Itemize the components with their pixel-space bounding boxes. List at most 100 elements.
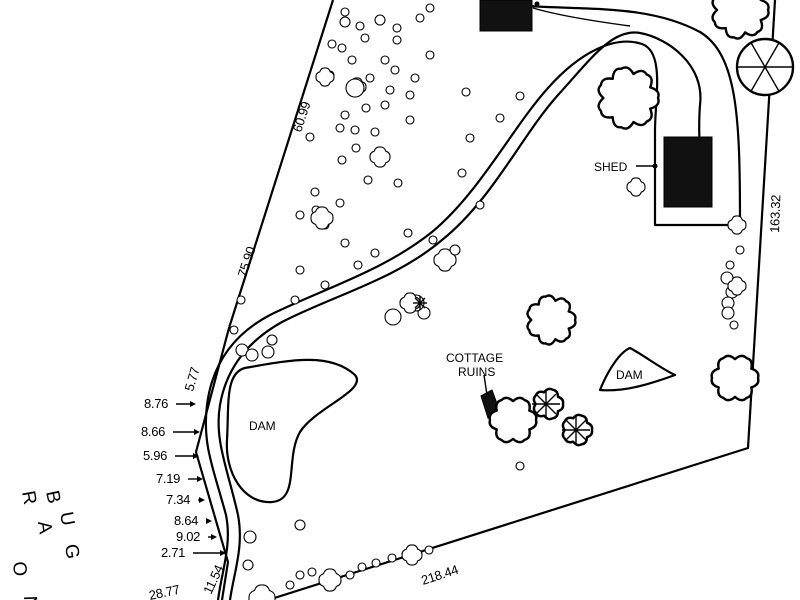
tree-icon [320,280,330,290]
tree-icon [363,175,373,185]
tree-icon [370,248,380,258]
tree-icon [415,13,425,23]
shed-building [663,136,713,208]
tree-icon [355,21,365,31]
tree-spoke [535,393,557,415]
dim-west-small: 5.77 [181,365,202,392]
tree-icon [347,55,357,65]
large-tree-icon [310,206,334,230]
offset-dimension-label: 8.66 [141,424,165,439]
road-name: BUGRAON [8,489,83,600]
tree-icon [340,110,350,120]
offset-arrow-head [190,401,196,407]
tree-icon [261,345,275,359]
cottage-leader-line [483,374,488,396]
tree-icon [405,115,415,125]
offset-arrow-head [193,453,199,459]
large-tree-icon [626,177,646,197]
road-name-letter: R [17,489,40,506]
tree-icon [721,306,735,320]
tree-icon [294,519,306,531]
tree-icon [380,100,390,110]
tree-icon [295,265,305,275]
tree-icon [361,103,371,113]
road-name-letter: N [19,595,40,600]
offset-arrow-head [197,476,203,482]
dim-frontage-b: 28.77 [148,582,182,600]
offset-dimension-label: 8.76 [144,396,168,411]
large-tree-icon [597,66,660,130]
large-tree-icon [401,544,423,566]
tree-icon [335,198,345,208]
tree-icon [327,39,337,49]
tree-icon [425,50,435,60]
tree-icon [290,295,300,305]
tree-icon [515,91,525,101]
dam-right-label: DAM [616,368,643,382]
property-boundary [194,0,777,600]
tree-icon [735,245,745,255]
tree-icon [245,348,259,362]
offset-arrow-head [199,497,205,503]
offset-dimension-label: 2.71 [161,545,185,560]
tree-icon [345,570,355,580]
tree-icon [410,73,420,83]
tree-icon [465,133,475,143]
tree-icon [350,125,360,135]
large-tree-icon [488,396,538,444]
tree-icon [340,238,350,248]
offset-arrow-head [220,550,226,556]
road-name-letter: O [8,561,30,578]
spoked-tree-icon [735,37,795,97]
tree-icon [365,73,375,83]
tree-icon [424,545,434,555]
tree-icon [360,33,370,43]
large-tree-icon [710,354,760,402]
tree-icon [428,235,438,245]
offset-dimensions: 8.768.665.967.197.348.649.022.71 [141,396,226,560]
tree-icon [340,7,350,17]
tree-icon [353,260,363,270]
tree-icon [387,553,397,563]
house-building [479,0,533,32]
tree-icon [229,325,239,335]
tree-icon [337,155,347,165]
dam-left-label: DAM [249,419,276,433]
offset-arrow-head [206,518,212,524]
tree-icon [339,16,351,28]
tree-icon [305,132,315,142]
tree-icon [390,65,400,75]
tree-icon [385,85,395,95]
offset-arrow-head [194,429,200,435]
tree-icon [351,143,361,153]
track-northeast [526,4,742,226]
tree-spoke [565,419,587,441]
tree-icon [335,123,345,133]
tree-icon [242,559,254,571]
offset-arrow-head [211,534,217,540]
large-tree-icon [399,292,421,314]
tree-icon [266,334,278,346]
tree-icon [403,228,413,238]
tree-icon [729,320,739,330]
large-tree-icon [318,568,342,592]
tree-icon [236,295,246,305]
driveway-outer-edge [204,40,738,600]
tree-icon [725,260,735,270]
tree-icon [371,558,381,568]
shed-leader-dot [652,163,658,169]
tree-icon [457,168,467,178]
large-tree-icon [248,584,276,600]
large-tree-icon [433,248,457,272]
dim-north-west-upper: 60.99 [290,100,314,134]
dim-north-west-lower: 75.90 [235,245,259,279]
offset-dimension-label: 9.02 [176,529,200,544]
offset-dimension-label: 7.19 [156,471,180,486]
road-name-letter: U [55,510,78,527]
tree-icon [370,127,380,137]
large-tree-icon [369,146,391,168]
dam-left [225,358,359,504]
road-name-letter: B [41,489,64,506]
tree-icon [475,200,485,210]
tree-icon [295,570,305,580]
